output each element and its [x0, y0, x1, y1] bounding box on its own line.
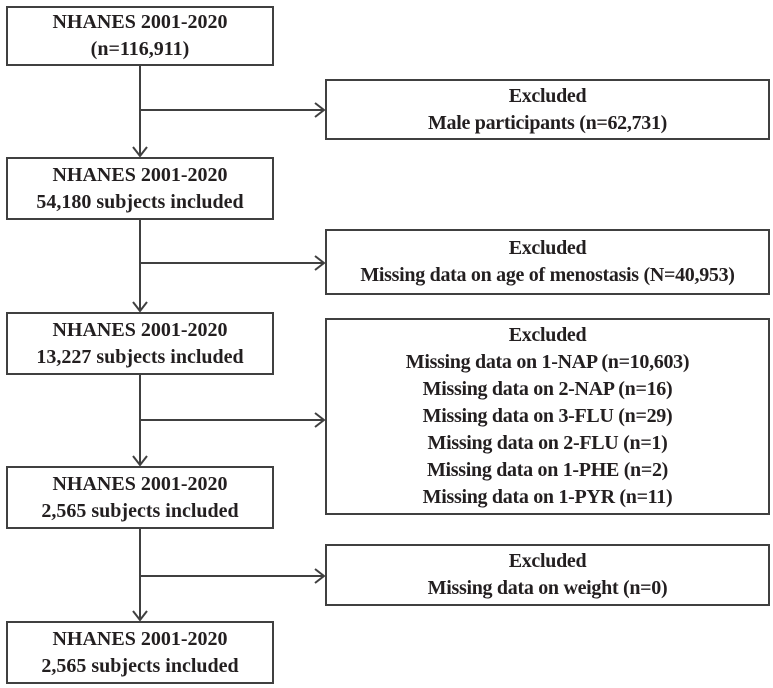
excluded-box-weight: Excluded Missing data on weight (n=0)	[325, 544, 770, 606]
excluded-box-title: Excluded	[508, 84, 587, 107]
excluded-box-reason: Missing data on 1-PYR (n=11)	[422, 486, 673, 508]
excluded-box-reason: Missing data on 3-FLU (n=29)	[422, 405, 673, 427]
excluded-box-male-participants: Excluded Male participants (n=62,731)	[325, 79, 770, 140]
excluded-box-title: Excluded	[508, 324, 587, 346]
excluded-box-reason: Missing data on weight (n=0)	[427, 577, 668, 599]
cohort-box-count: 2,565 subjects included	[41, 499, 239, 522]
excluded-box-reason: Male participants (n=62,731)	[427, 111, 668, 134]
excluded-box-reason: Missing data on 2-FLU (n=1)	[427, 432, 668, 454]
excluded-box-title: Excluded	[508, 237, 587, 259]
excluded-box-reason: Missing data on age of menostasis (N=40,…	[360, 264, 735, 286]
cohort-box-title: NHANES 2001-2020	[52, 318, 228, 341]
arrow-box1-to-box2	[132, 66, 148, 158]
cohort-box-title: NHANES 2001-2020	[52, 627, 228, 650]
cohort-box-count: 2,565 subjects included	[41, 654, 239, 677]
excluded-box-reason: Missing data on 1-NAP (n=10,603)	[405, 351, 690, 373]
branch-arrow-excluded-4	[140, 568, 326, 584]
arrow-box4-to-box5	[132, 529, 148, 622]
excluded-box-reason: Missing data on 2-NAP (n=16)	[422, 378, 673, 400]
cohort-box-count: 13,227 subjects included	[36, 345, 244, 368]
cohort-box-after-sex-exclusion: NHANES 2001-2020 54,180 subjects include…	[6, 157, 274, 220]
excluded-box-reason: Missing data on 1-PHE (n=2)	[426, 459, 669, 481]
cohort-box-after-pah-exclusion: NHANES 2001-2020 2,565 subjects included	[6, 466, 274, 529]
arrow-box3-to-box4	[132, 375, 148, 467]
branch-arrow-excluded-2	[140, 255, 326, 271]
cohort-box-count: 54,180 subjects included	[36, 190, 244, 213]
branch-arrow-excluded-1	[140, 102, 326, 118]
branch-arrow-excluded-3	[140, 412, 326, 428]
excluded-box-menostasis: Excluded Missing data on age of menostas…	[325, 229, 770, 295]
cohort-box-final: NHANES 2001-2020 2,565 subjects included	[6, 621, 274, 684]
cohort-box-title: NHANES 2001-2020	[52, 472, 228, 495]
cohort-box-initial: NHANES 2001-2020 (n=116,911)	[6, 6, 274, 66]
arrow-box2-to-box3	[132, 220, 148, 313]
cohort-box-count: (n=116,911)	[90, 38, 190, 60]
cohort-box-title: NHANES 2001-2020	[52, 163, 228, 186]
cohort-box-after-menostasis-exclusion: NHANES 2001-2020 13,227 subjects include…	[6, 312, 274, 375]
excluded-box-pah-missing-data: Excluded Missing data on 1-NAP (n=10,603…	[325, 318, 770, 515]
excluded-box-title: Excluded	[508, 550, 587, 572]
cohort-box-title: NHANES 2001-2020	[52, 11, 228, 33]
